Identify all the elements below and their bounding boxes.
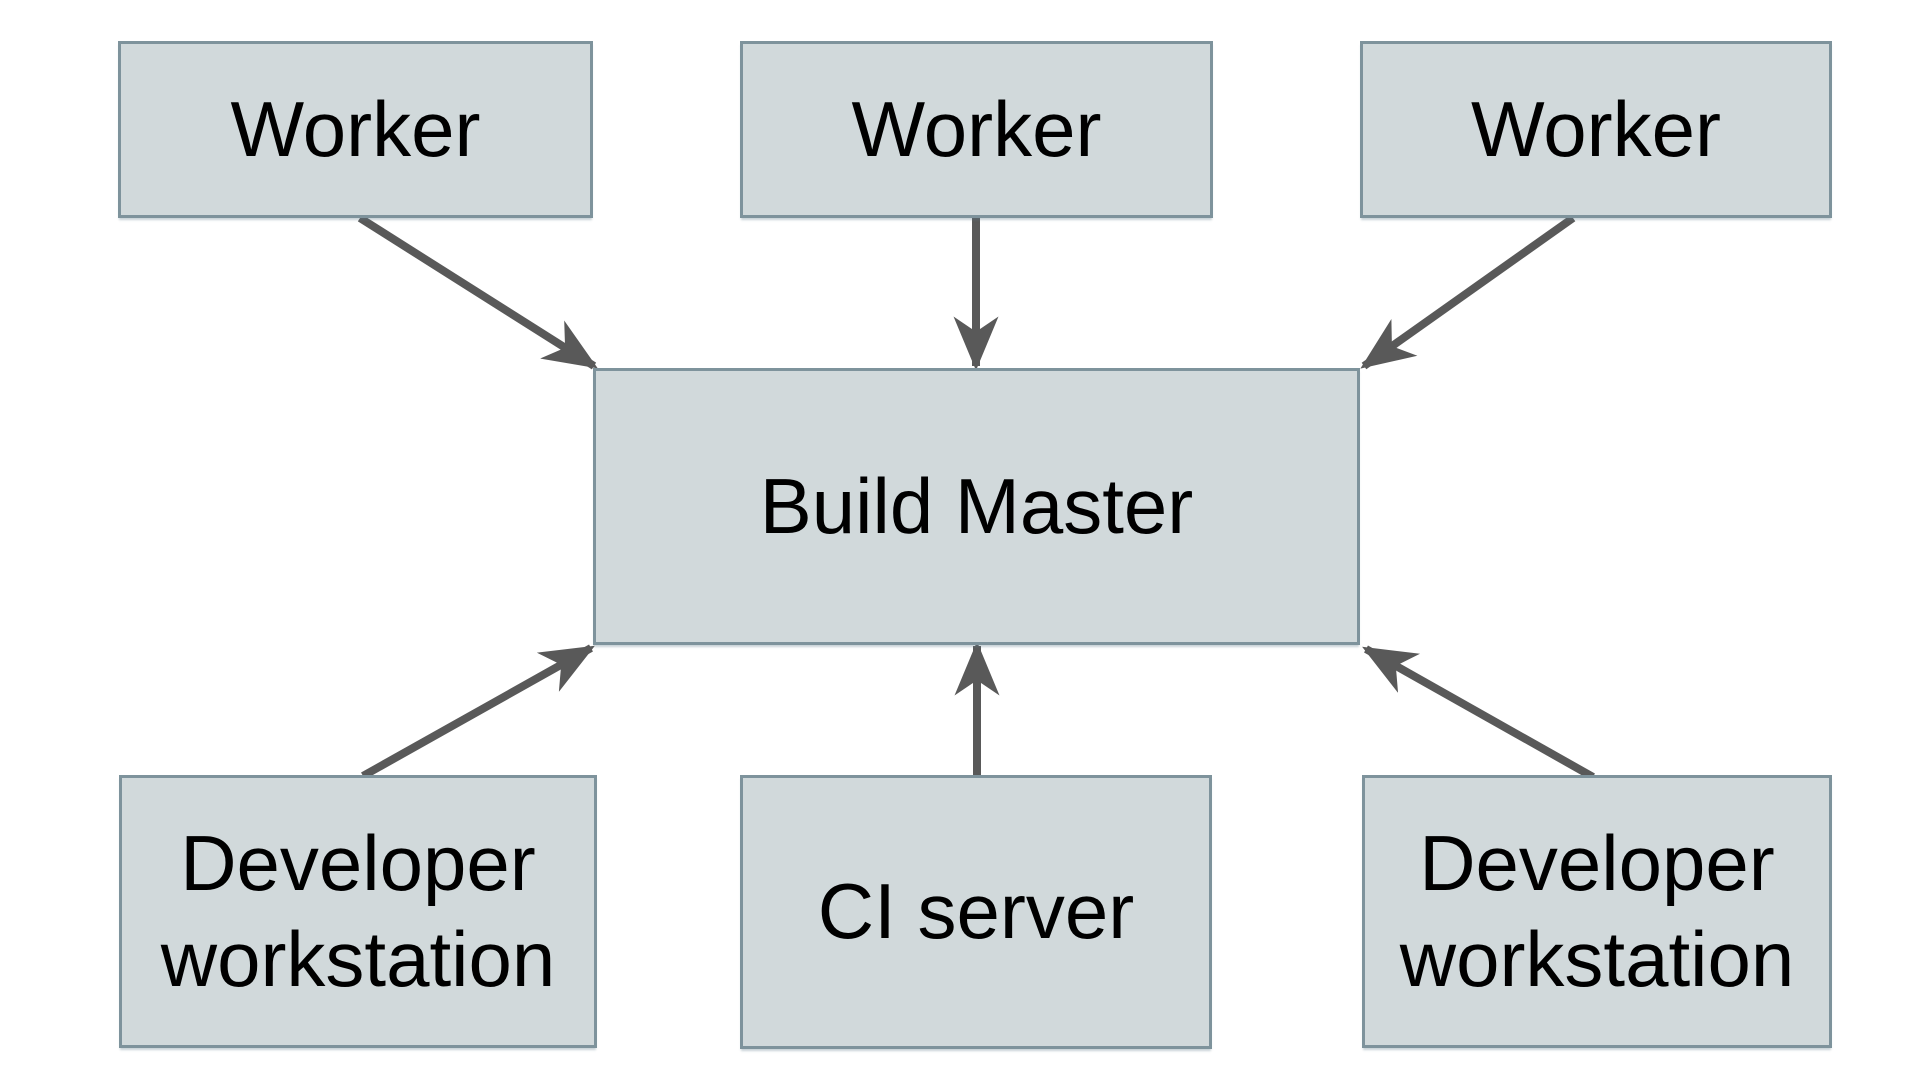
node-dev-workstation-1: Developer workstation	[119, 775, 597, 1048]
node-dev-workstation-1-label: Developer workstation	[160, 819, 556, 1003]
node-worker-1-label: Worker	[230, 84, 481, 173]
node-worker-2-label: Worker	[851, 84, 1102, 173]
edge-worker1-to-build-master	[357, 214, 598, 370]
edge-dev-workstation2-to-build-master	[1362, 645, 1595, 781]
node-worker-3-label: Worker	[1471, 84, 1721, 173]
node-ci-server: CI server	[740, 775, 1212, 1049]
node-worker-3: Worker	[1360, 41, 1832, 218]
edge-dev-workstation1-to-build-master	[361, 644, 595, 780]
node-dev-workstation-2: Developer workstation	[1362, 775, 1832, 1048]
node-worker-1: Worker	[118, 41, 593, 218]
node-build-master: Build Master	[593, 368, 1360, 645]
node-build-master-label: Build Master	[759, 461, 1194, 550]
node-ci-server-label: CI server	[817, 867, 1135, 956]
edge-worker3-to-build-master	[1360, 214, 1576, 370]
node-dev-workstation-2-label: Developer workstation	[1399, 819, 1795, 1003]
node-worker-2: Worker	[740, 41, 1213, 218]
